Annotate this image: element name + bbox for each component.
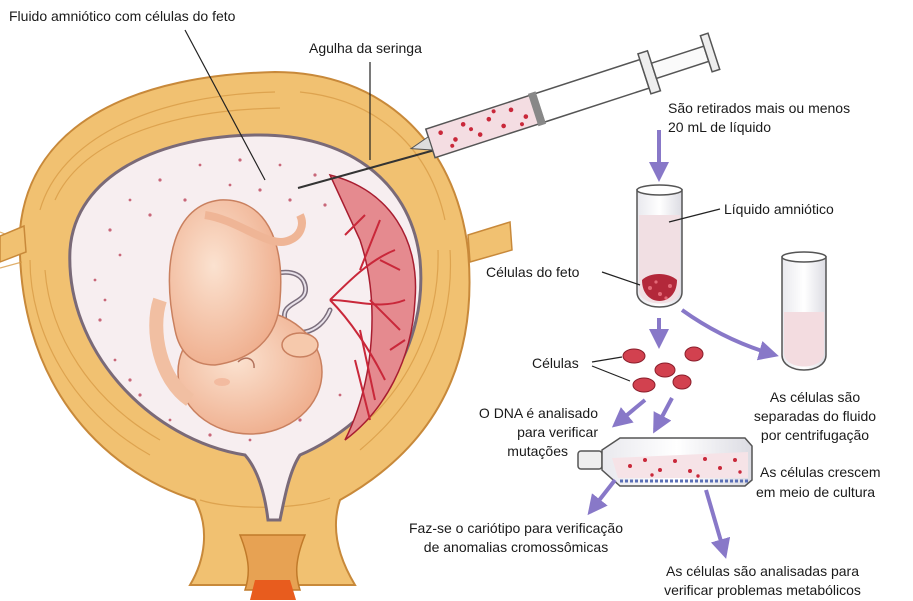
test-tube-separated bbox=[782, 252, 826, 370]
cells-group bbox=[623, 347, 703, 392]
label-needle: Agulha da seringa bbox=[309, 40, 422, 57]
label-metabolic-1: As células são analisadas para bbox=[640, 563, 885, 580]
label-karyotype-1: Faz-se o cariótipo para verificação bbox=[380, 520, 652, 537]
label-grow-1: As células crescem bbox=[760, 464, 881, 481]
label-dna-1: O DNA é analisado bbox=[440, 405, 598, 422]
label-separated-2: separadas do fluido bbox=[730, 408, 900, 425]
label-grow-2: em meio de cultura bbox=[756, 484, 875, 501]
label-fetal-cells: Células do feto bbox=[486, 264, 579, 281]
label-dna-3: mutações bbox=[440, 443, 568, 460]
label-metabolic-2: verificar problemas metabólicos bbox=[640, 582, 885, 599]
label-fluid-cells: Fluido amniótico com células do feto bbox=[9, 8, 235, 25]
label-amniotic-liquid: Líquido amniótico bbox=[724, 201, 834, 218]
label-withdrawn-2: 20 mL de líquido bbox=[668, 119, 771, 136]
test-tube-amniotic bbox=[637, 185, 682, 307]
label-withdrawn-1: São retirados mais ou menos bbox=[668, 100, 850, 117]
label-separated-1: As células são bbox=[730, 389, 900, 406]
label-karyotype-2: de anomalias cromossômicas bbox=[380, 539, 652, 556]
culture-flask bbox=[578, 438, 752, 486]
label-dna-2: para verificar bbox=[440, 424, 598, 441]
label-separated-3: por centrifugação bbox=[730, 427, 900, 444]
label-cells: Células bbox=[532, 355, 579, 372]
